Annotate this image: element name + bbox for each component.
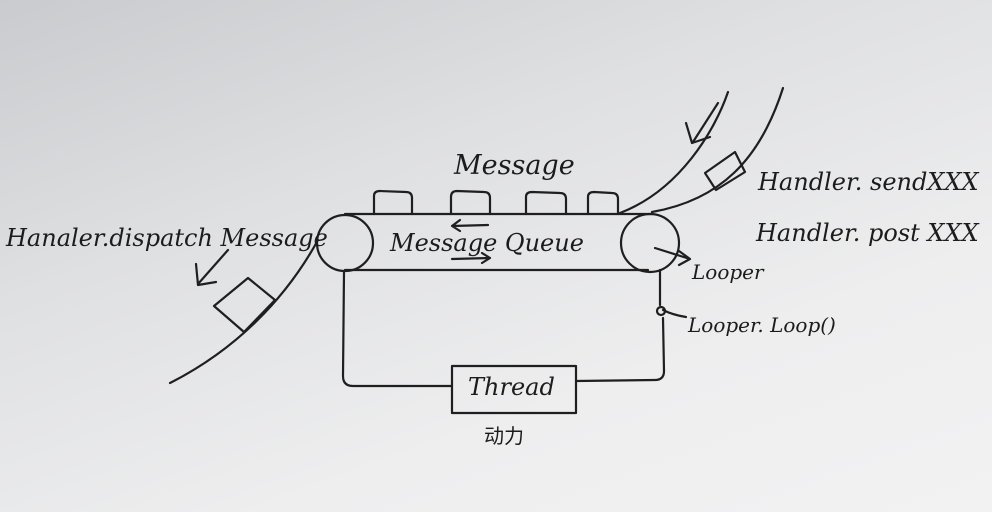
handler-post-label: Handler. post XXX xyxy=(756,219,979,247)
incoming-message-box xyxy=(703,150,747,192)
message-box xyxy=(524,190,568,216)
right-roller xyxy=(619,212,681,274)
thread-label: Thread xyxy=(468,373,555,401)
message-label: Message xyxy=(454,150,575,181)
power-label: 动力 xyxy=(484,424,524,448)
handler-dispatch-label: Hanaler.dispatch Message xyxy=(6,224,328,252)
message-box xyxy=(449,189,492,216)
handler-send-label: Handler. sendXXX xyxy=(758,168,979,196)
message-box xyxy=(372,189,414,216)
outgoing-chute xyxy=(168,238,320,385)
looper-label: Looper xyxy=(692,260,764,284)
incoming-chute xyxy=(618,86,785,215)
outgoing-message-box xyxy=(212,276,277,334)
message-box xyxy=(586,190,620,216)
pointer-arrows xyxy=(653,246,692,319)
message-queue-label: Message Queue xyxy=(390,229,584,257)
incoming-arrow xyxy=(684,101,720,145)
looper-loop-label: Looper. Loop() xyxy=(688,313,836,337)
thread-box xyxy=(450,364,578,415)
outgoing-arrow xyxy=(194,248,230,287)
message-boxes xyxy=(372,189,620,216)
thread-loop xyxy=(341,268,667,415)
